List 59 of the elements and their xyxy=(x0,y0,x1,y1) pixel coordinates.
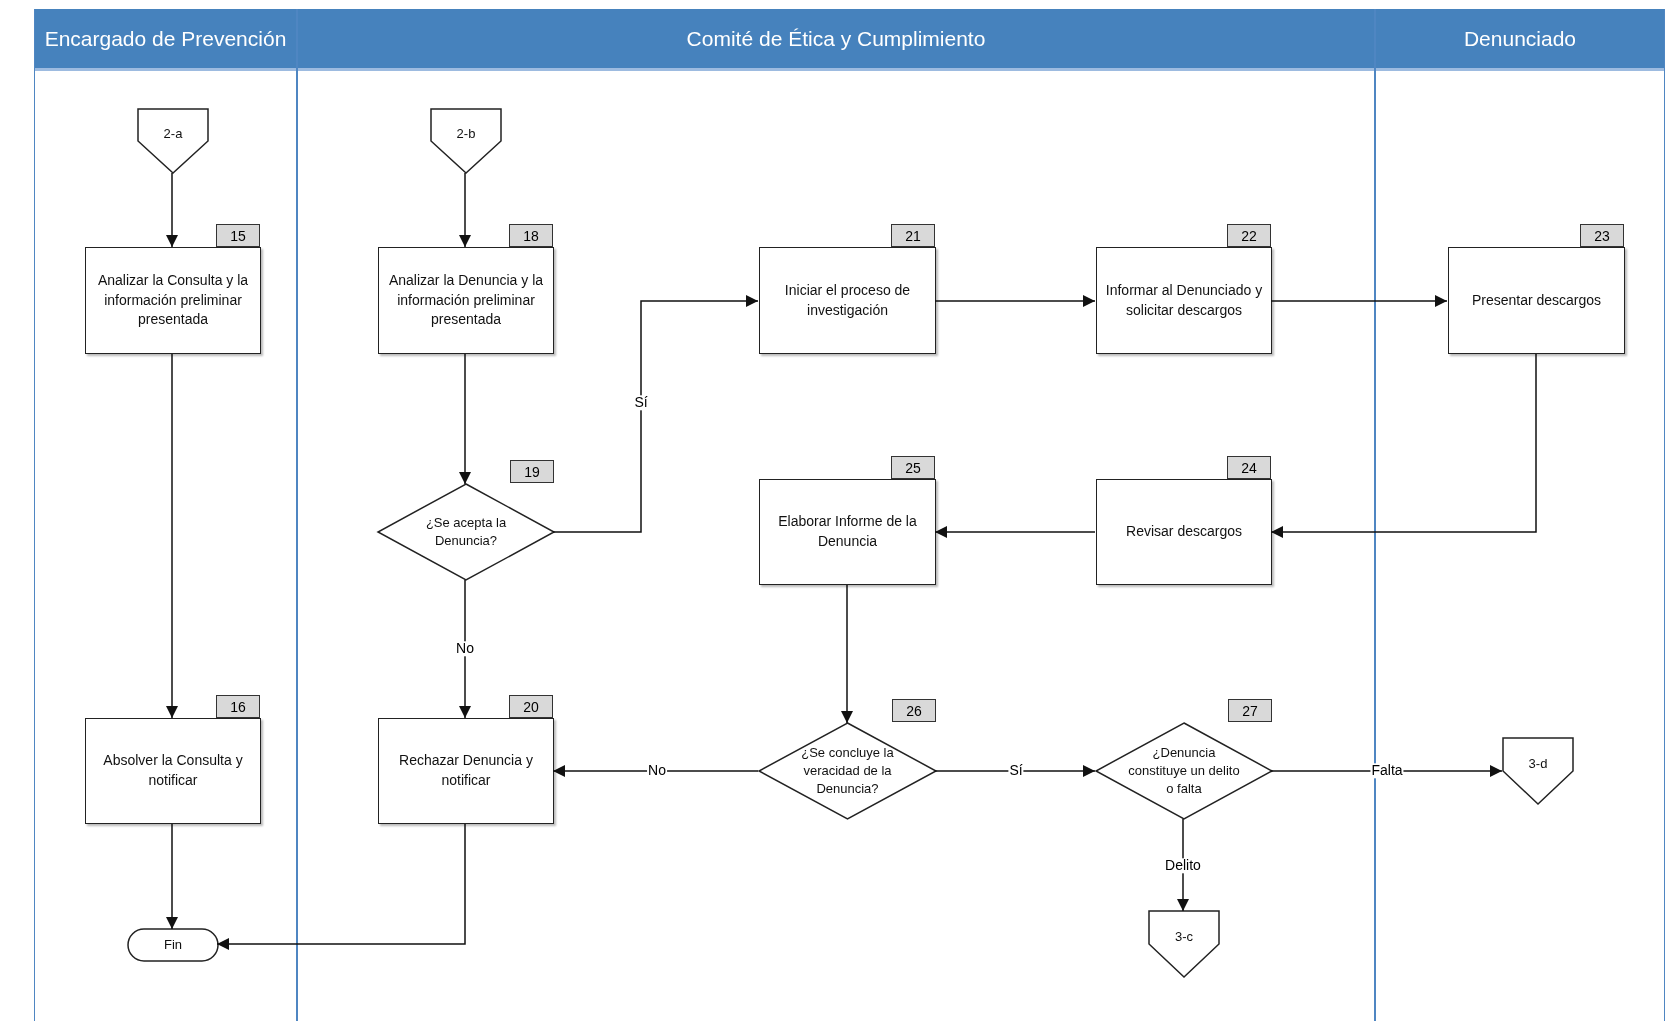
node-text: Rechazar Denuncia y notificar xyxy=(398,751,534,790)
arrow xyxy=(1177,818,1189,912)
edge-label: Sí xyxy=(633,395,649,411)
node-text: Fin xyxy=(162,935,184,954)
node-text: ¿Se concluye la veracidad de la Denuncia? xyxy=(800,743,895,799)
step-number: 21 xyxy=(891,224,935,247)
step-number: 15 xyxy=(216,224,260,247)
step-number: 27 xyxy=(1228,699,1272,722)
arrow xyxy=(934,295,1096,307)
node-text: Iniciar el proceso de investigación xyxy=(783,280,912,320)
node-text: Analizar la Denuncia y la información preliminar presentada xyxy=(387,271,545,330)
arrow xyxy=(166,353,178,719)
arrow xyxy=(552,295,759,533)
step-number: 22 xyxy=(1227,224,1271,247)
edge-label: Falta xyxy=(1370,763,1404,779)
arrow xyxy=(166,172,178,248)
arrow xyxy=(1270,353,1537,538)
step-number: 19 xyxy=(510,460,554,483)
arrow xyxy=(1270,295,1448,307)
node-text: 2-b xyxy=(455,124,477,143)
node-text: Analizar la Consulta y la información preliminar presentada xyxy=(96,271,250,330)
node-text: Revisar descargos xyxy=(1125,522,1243,542)
arrow xyxy=(841,584,853,724)
step-number: 23 xyxy=(1580,224,1624,247)
arrow xyxy=(1270,765,1503,777)
step-number: 20 xyxy=(509,695,553,718)
lane-header: Encargado de Prevención xyxy=(35,9,296,71)
edge-label: No xyxy=(455,641,475,657)
node-text: ¿Denuncia constituye un delito o falta xyxy=(1127,743,1241,799)
node-text: Absolver la Consulta y notificar xyxy=(102,751,244,790)
arrow xyxy=(934,526,1096,538)
arrow xyxy=(552,765,759,777)
off-page-connector xyxy=(1149,911,1219,977)
edge-label: Delito xyxy=(1164,858,1202,874)
arrow xyxy=(459,579,471,719)
step-number: 25 xyxy=(891,456,935,479)
swimlane xyxy=(34,9,297,1021)
step-number: 18 xyxy=(509,224,553,247)
lane-header: Denunciado xyxy=(1376,9,1664,71)
off-page-connector xyxy=(1503,738,1573,804)
node-text: Informar al Denunciado y solicitar descargos xyxy=(1104,280,1264,320)
arrow xyxy=(216,823,466,950)
node-text: 3-d xyxy=(1527,754,1549,773)
arrow xyxy=(459,353,471,485)
step-number: 24 xyxy=(1227,456,1271,479)
terminator xyxy=(128,929,218,961)
off-page-connector xyxy=(431,109,501,173)
node-text: 2-a xyxy=(162,124,184,143)
off-page-connector xyxy=(138,109,208,173)
arrow xyxy=(166,823,178,930)
node-text: Elaborar Informe de la Denuncia xyxy=(777,512,918,551)
node-text: Presentar descargos xyxy=(1470,290,1603,310)
step-number: 26 xyxy=(892,699,936,722)
step-number: 16 xyxy=(216,695,260,718)
node-text: ¿Se acepta la Denuncia? xyxy=(424,513,508,550)
arrow xyxy=(934,765,1096,777)
arrow xyxy=(459,172,471,248)
node-text: 3-c xyxy=(1173,927,1195,946)
lane-header: Comité de Ética y Cumplimiento xyxy=(298,9,1374,71)
